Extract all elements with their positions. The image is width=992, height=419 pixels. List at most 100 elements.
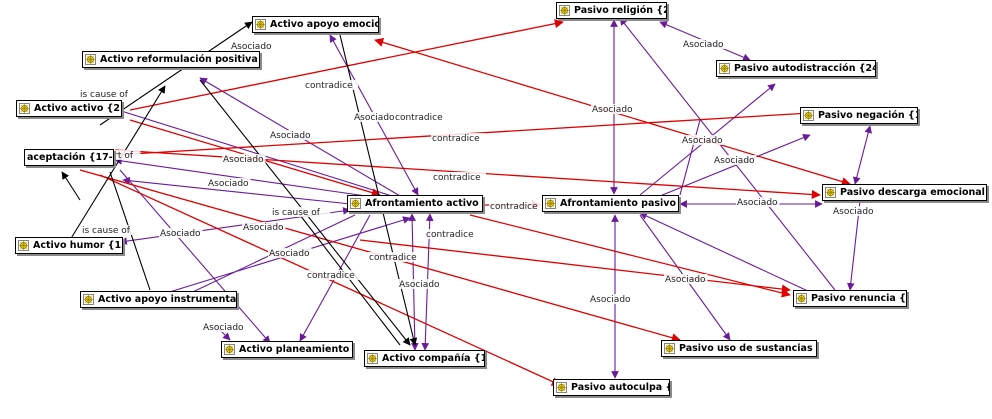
edge-label: contradice <box>432 134 480 144</box>
code-icon <box>367 353 378 364</box>
node-label: Pasivo autodistracción {24-3}~ <box>734 63 875 74</box>
node-pasivo-autoculpa[interactable]: Pasivo autoculpa {0-2} <box>553 379 670 396</box>
node-label: Activo reformulación positiva {22-4} <box>100 54 259 65</box>
edge-label: Asociado <box>714 156 755 166</box>
edge-label-background <box>832 206 876 216</box>
code-icon <box>19 103 30 114</box>
asociado-edge <box>119 169 271 344</box>
node-activo-activo[interactable]: Activo activo {21-3} <box>16 100 122 117</box>
edge-label-background <box>431 133 485 143</box>
node-label: Pasivo autoculpa {0-2} <box>571 382 669 393</box>
node-pasivo-religion[interactable]: Pasivo religión {27-4} <box>556 2 667 19</box>
edge-label: Asociado <box>208 179 249 189</box>
node-label: Activo compañía {10-4} <box>382 353 484 364</box>
edge-label: Asociado <box>682 136 723 146</box>
code-icon <box>803 110 814 121</box>
edge-label-background <box>306 270 360 280</box>
node-pasivo-uso-de-sustancias[interactable]: Pasivo uso de sustancias {0-2} <box>661 340 817 357</box>
edge-label: Asociado <box>399 280 440 290</box>
edge-label-background <box>398 279 442 289</box>
node-pasivo-autodistraccion[interactable]: Pasivo autodistracción {24-3}~ <box>716 60 876 77</box>
edge-label: Asociado <box>833 207 874 217</box>
node-afrontamiento-pasivo[interactable]: Afrontamiento pasivo {0-8} <box>542 195 679 212</box>
node-activo-reformulacion-positiva[interactable]: Activo reformulación positiva {22-4} <box>82 51 260 68</box>
edge-label-background <box>353 112 397 122</box>
edge-label-background <box>681 135 725 145</box>
node-label: Activo apoyo instrumental {6-3} <box>98 294 237 305</box>
contradice-edge <box>469 214 791 298</box>
node-afrontamiento-activo[interactable]: Afrontamiento activo {0-9} <box>347 195 483 212</box>
edge-label: Asociado <box>270 131 311 141</box>
node-pasivo-renuncia[interactable]: Pasivo renuncia {4-5} <box>793 290 907 307</box>
code-icon <box>796 293 807 304</box>
node-label: Activo activo {21-3} <box>34 103 121 114</box>
edge-label-background <box>79 89 139 99</box>
edge-label-background <box>159 228 203 238</box>
contradice-edge <box>359 239 791 294</box>
node-label: Activo planeamiento {4-3} <box>239 344 352 355</box>
node-activo-apoyo-emocional[interactable]: Activo apoyo emocional {22-5} <box>252 16 379 33</box>
edge-label: contradice <box>426 230 474 240</box>
edge-label: contradice <box>395 113 443 123</box>
node-label: Afrontamiento pasivo {0-8} <box>560 198 678 209</box>
node-pasivo-negacion[interactable]: Pasivo negación {15-3} <box>800 107 918 124</box>
code-icon <box>664 343 675 354</box>
edge-label-background <box>591 104 635 114</box>
node-activo-humor[interactable]: Activo humor {15-2} <box>15 237 123 254</box>
edge-label: Asociado <box>269 249 310 259</box>
edge-label: contradice <box>433 173 481 183</box>
edge-label: contradice <box>369 253 417 263</box>
node-label: Activo humor {15-2} <box>33 240 122 251</box>
node-activo-planeamiento[interactable]: Activo planeamiento {4-3} <box>221 341 353 358</box>
asociado-edge <box>179 214 356 299</box>
edge-label-background <box>736 197 780 207</box>
asociado-edge <box>639 212 811 293</box>
edge-label-background <box>202 322 246 332</box>
edge-label: Asociado <box>683 40 724 50</box>
code-icon <box>559 5 570 16</box>
edge-label-background <box>81 225 141 235</box>
asociado-edge <box>619 17 836 291</box>
edge-label-background <box>304 80 358 90</box>
edge-label: Asociado <box>203 323 244 333</box>
edge-label-background <box>682 39 726 49</box>
code-icon <box>85 54 96 65</box>
edge-label: part of <box>103 151 134 161</box>
asociado-edge <box>122 176 361 206</box>
edge-label: contradice <box>490 202 538 212</box>
edge-label: Asociado <box>737 198 778 208</box>
edge-label: contradice <box>307 271 355 281</box>
edge-label-background <box>713 155 757 165</box>
node-label: Pasivo uso de sustancias {0-2} <box>679 343 816 354</box>
edge-label-background <box>102 150 141 160</box>
node-label: Pasivo renuncia {4-5} <box>811 293 906 304</box>
node-activo-apoyo-instrumental[interactable]: Activo apoyo instrumental {6-3} <box>80 291 237 308</box>
edge-label-background <box>394 112 448 122</box>
edge-label-background <box>589 294 633 304</box>
edge-label-background <box>368 252 422 262</box>
edge-label: Asociado <box>223 155 264 165</box>
edge-label-background <box>432 172 486 182</box>
node-label: Pasivo religión {27-4} <box>574 5 666 16</box>
cause-edge <box>61 171 81 201</box>
edge-label: Asociado <box>665 275 706 285</box>
asociado-edge <box>853 125 872 185</box>
edge-label: Asociado <box>592 105 633 115</box>
node-pasivo-descarga-emocional[interactable]: Pasivo descarga emocional {11-3} <box>822 184 987 201</box>
code-icon <box>350 198 361 209</box>
code-icon <box>18 240 29 251</box>
edge-label-background <box>269 130 313 140</box>
node-label: Activo apoyo emocional {22-5} <box>270 19 378 30</box>
edge-label-background <box>268 248 312 258</box>
edge-label: Asociado <box>354 113 395 123</box>
edge-label: Asociado <box>160 229 201 239</box>
edge-label: is cause of <box>80 90 129 100</box>
node-label: Afrontamiento activo {0-9} <box>365 198 482 209</box>
asociado-edge <box>114 107 393 197</box>
node-aceptacion[interactable]: aceptación {17-11} <box>24 149 114 166</box>
node-activo-compania[interactable]: Activo compañía {10-4} <box>364 350 485 367</box>
edge-label-background <box>271 207 331 217</box>
edge-label: Asociado <box>590 295 631 305</box>
edge-label: Asociado <box>231 42 272 52</box>
